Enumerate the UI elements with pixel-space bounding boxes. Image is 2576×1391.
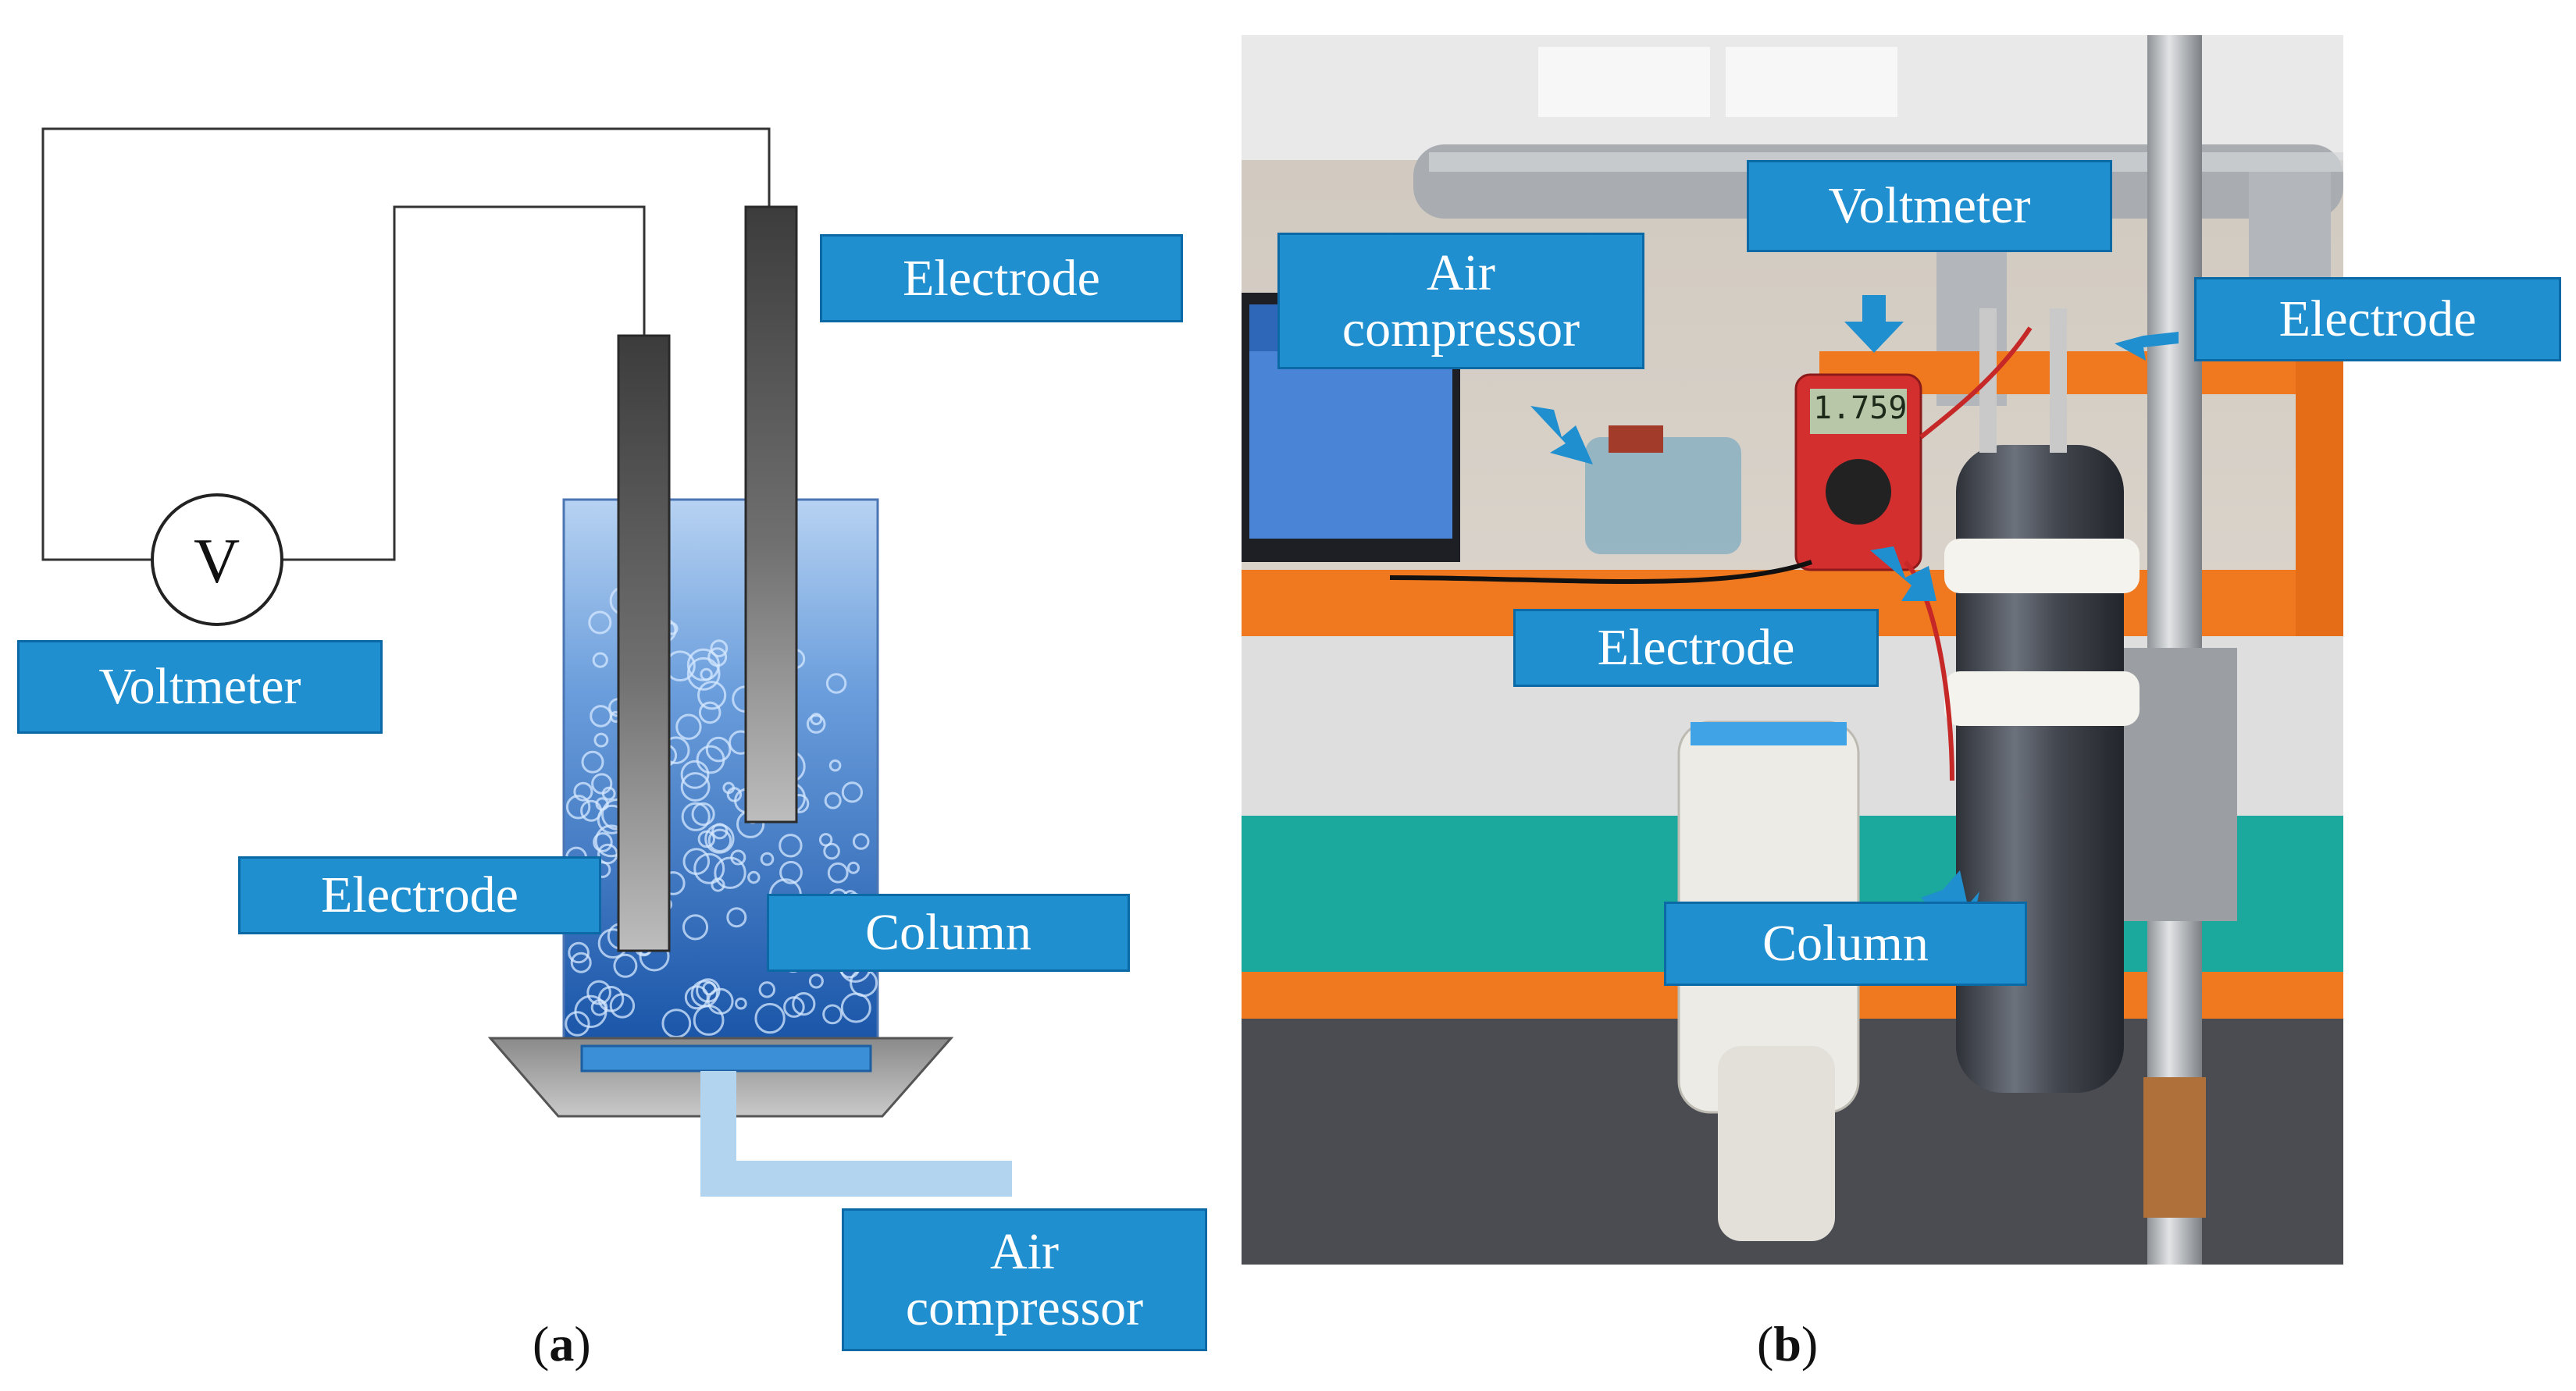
air-bubble (581, 750, 604, 774)
air-bubble (824, 792, 842, 809)
electrode-right-rod (744, 205, 798, 824)
electrode-left-rod (617, 334, 671, 952)
air-bubble (847, 861, 860, 874)
label-electrode-a-top: Electrode (820, 234, 1183, 322)
air-bubble (754, 1002, 786, 1034)
air-bubble (747, 870, 761, 884)
air-bubble (593, 832, 613, 852)
air-bubble (758, 981, 775, 998)
voltmeter-symbol-letter: V (194, 525, 240, 596)
air-bubble (682, 914, 709, 941)
air-bubble (792, 992, 816, 1016)
air-bubble (828, 759, 842, 772)
label-air-compressor-a: Air compressor (842, 1208, 1207, 1351)
label-column-a: Column (767, 894, 1130, 972)
air-bubble (588, 610, 612, 635)
air-bubble (675, 713, 702, 740)
caption-a-letter: a (549, 1316, 575, 1371)
air-bubble (714, 856, 746, 889)
panel-a-diagram (41, 127, 1012, 1197)
air-bubble (684, 985, 709, 1010)
air-bubble (565, 1011, 590, 1037)
label-electrode-b-mid: Electrode (1513, 609, 1879, 687)
caption-a: (a) (533, 1316, 591, 1371)
label-voltmeter-b: Voltmeter (1747, 160, 2112, 252)
air-bubble (591, 773, 613, 795)
air-bubble (825, 673, 847, 694)
meter-reading: 1.759 (1813, 390, 1908, 426)
air-bubble (573, 781, 593, 802)
air-bubble (852, 833, 870, 850)
air-bubble (565, 795, 591, 820)
air-bubble (705, 736, 732, 763)
arrow-electrode-mid (1870, 546, 1936, 601)
air-bubble (698, 701, 721, 724)
air-bubble (808, 973, 824, 989)
label-electrode-b-right: Electrode (2194, 277, 2561, 361)
voltmeter-symbol (151, 493, 283, 626)
air-bubble (697, 830, 715, 848)
air-bubble (735, 997, 747, 1010)
caption-b-letter: b (1773, 1316, 1801, 1371)
arrow-voltmeter (1844, 295, 1904, 353)
arrow-air-compressor (1530, 406, 1593, 464)
air-bubble (702, 981, 717, 996)
air-bubble (760, 852, 775, 866)
air-bubble (609, 993, 636, 1019)
air-bubble (696, 745, 725, 774)
air-bubble (779, 860, 803, 884)
air-bubble (686, 648, 721, 681)
air-bubble (810, 713, 823, 726)
air-bubble (693, 852, 725, 884)
air-bubble (806, 714, 826, 734)
air-bubble (707, 828, 732, 853)
air-line (700, 1071, 1012, 1197)
wire-inner (283, 205, 646, 561)
air-bubble (697, 681, 727, 710)
air-bubble (823, 842, 840, 860)
air-bubble (827, 862, 849, 884)
label-voltmeter-a: Voltmeter (17, 640, 383, 734)
air-bubble (680, 772, 711, 802)
air-diffuser (580, 1044, 872, 1073)
label-air-compressor-b: Air compressor (1277, 233, 1644, 369)
air-bubble (841, 781, 864, 803)
air-bubble (681, 802, 711, 831)
air-bubble (691, 802, 715, 827)
air-bubble (822, 1004, 843, 1025)
label-column-b: Column (1664, 902, 2027, 986)
caption-b: (b) (1757, 1316, 1819, 1371)
air-bubble (680, 760, 710, 789)
air-bubble (783, 996, 805, 1018)
air-bubble (686, 656, 721, 691)
air-bubble (570, 952, 592, 973)
air-bubble (710, 639, 729, 658)
label-electrode-a-left: Electrode (238, 856, 601, 934)
air-bubble (726, 907, 747, 928)
air-bubble (568, 941, 590, 964)
air-bubble (601, 786, 616, 801)
air-bubble (613, 953, 638, 978)
air-bubble (593, 732, 609, 748)
air-bubble (592, 652, 608, 668)
air-bubble (722, 781, 736, 795)
air-bubble (595, 797, 609, 811)
wire-outer (41, 127, 771, 561)
air-bubble (779, 834, 803, 858)
air-bubble (818, 833, 833, 847)
arrow-electrode (2115, 332, 2179, 361)
air-bubble (707, 647, 728, 667)
air-bubble (590, 705, 612, 728)
